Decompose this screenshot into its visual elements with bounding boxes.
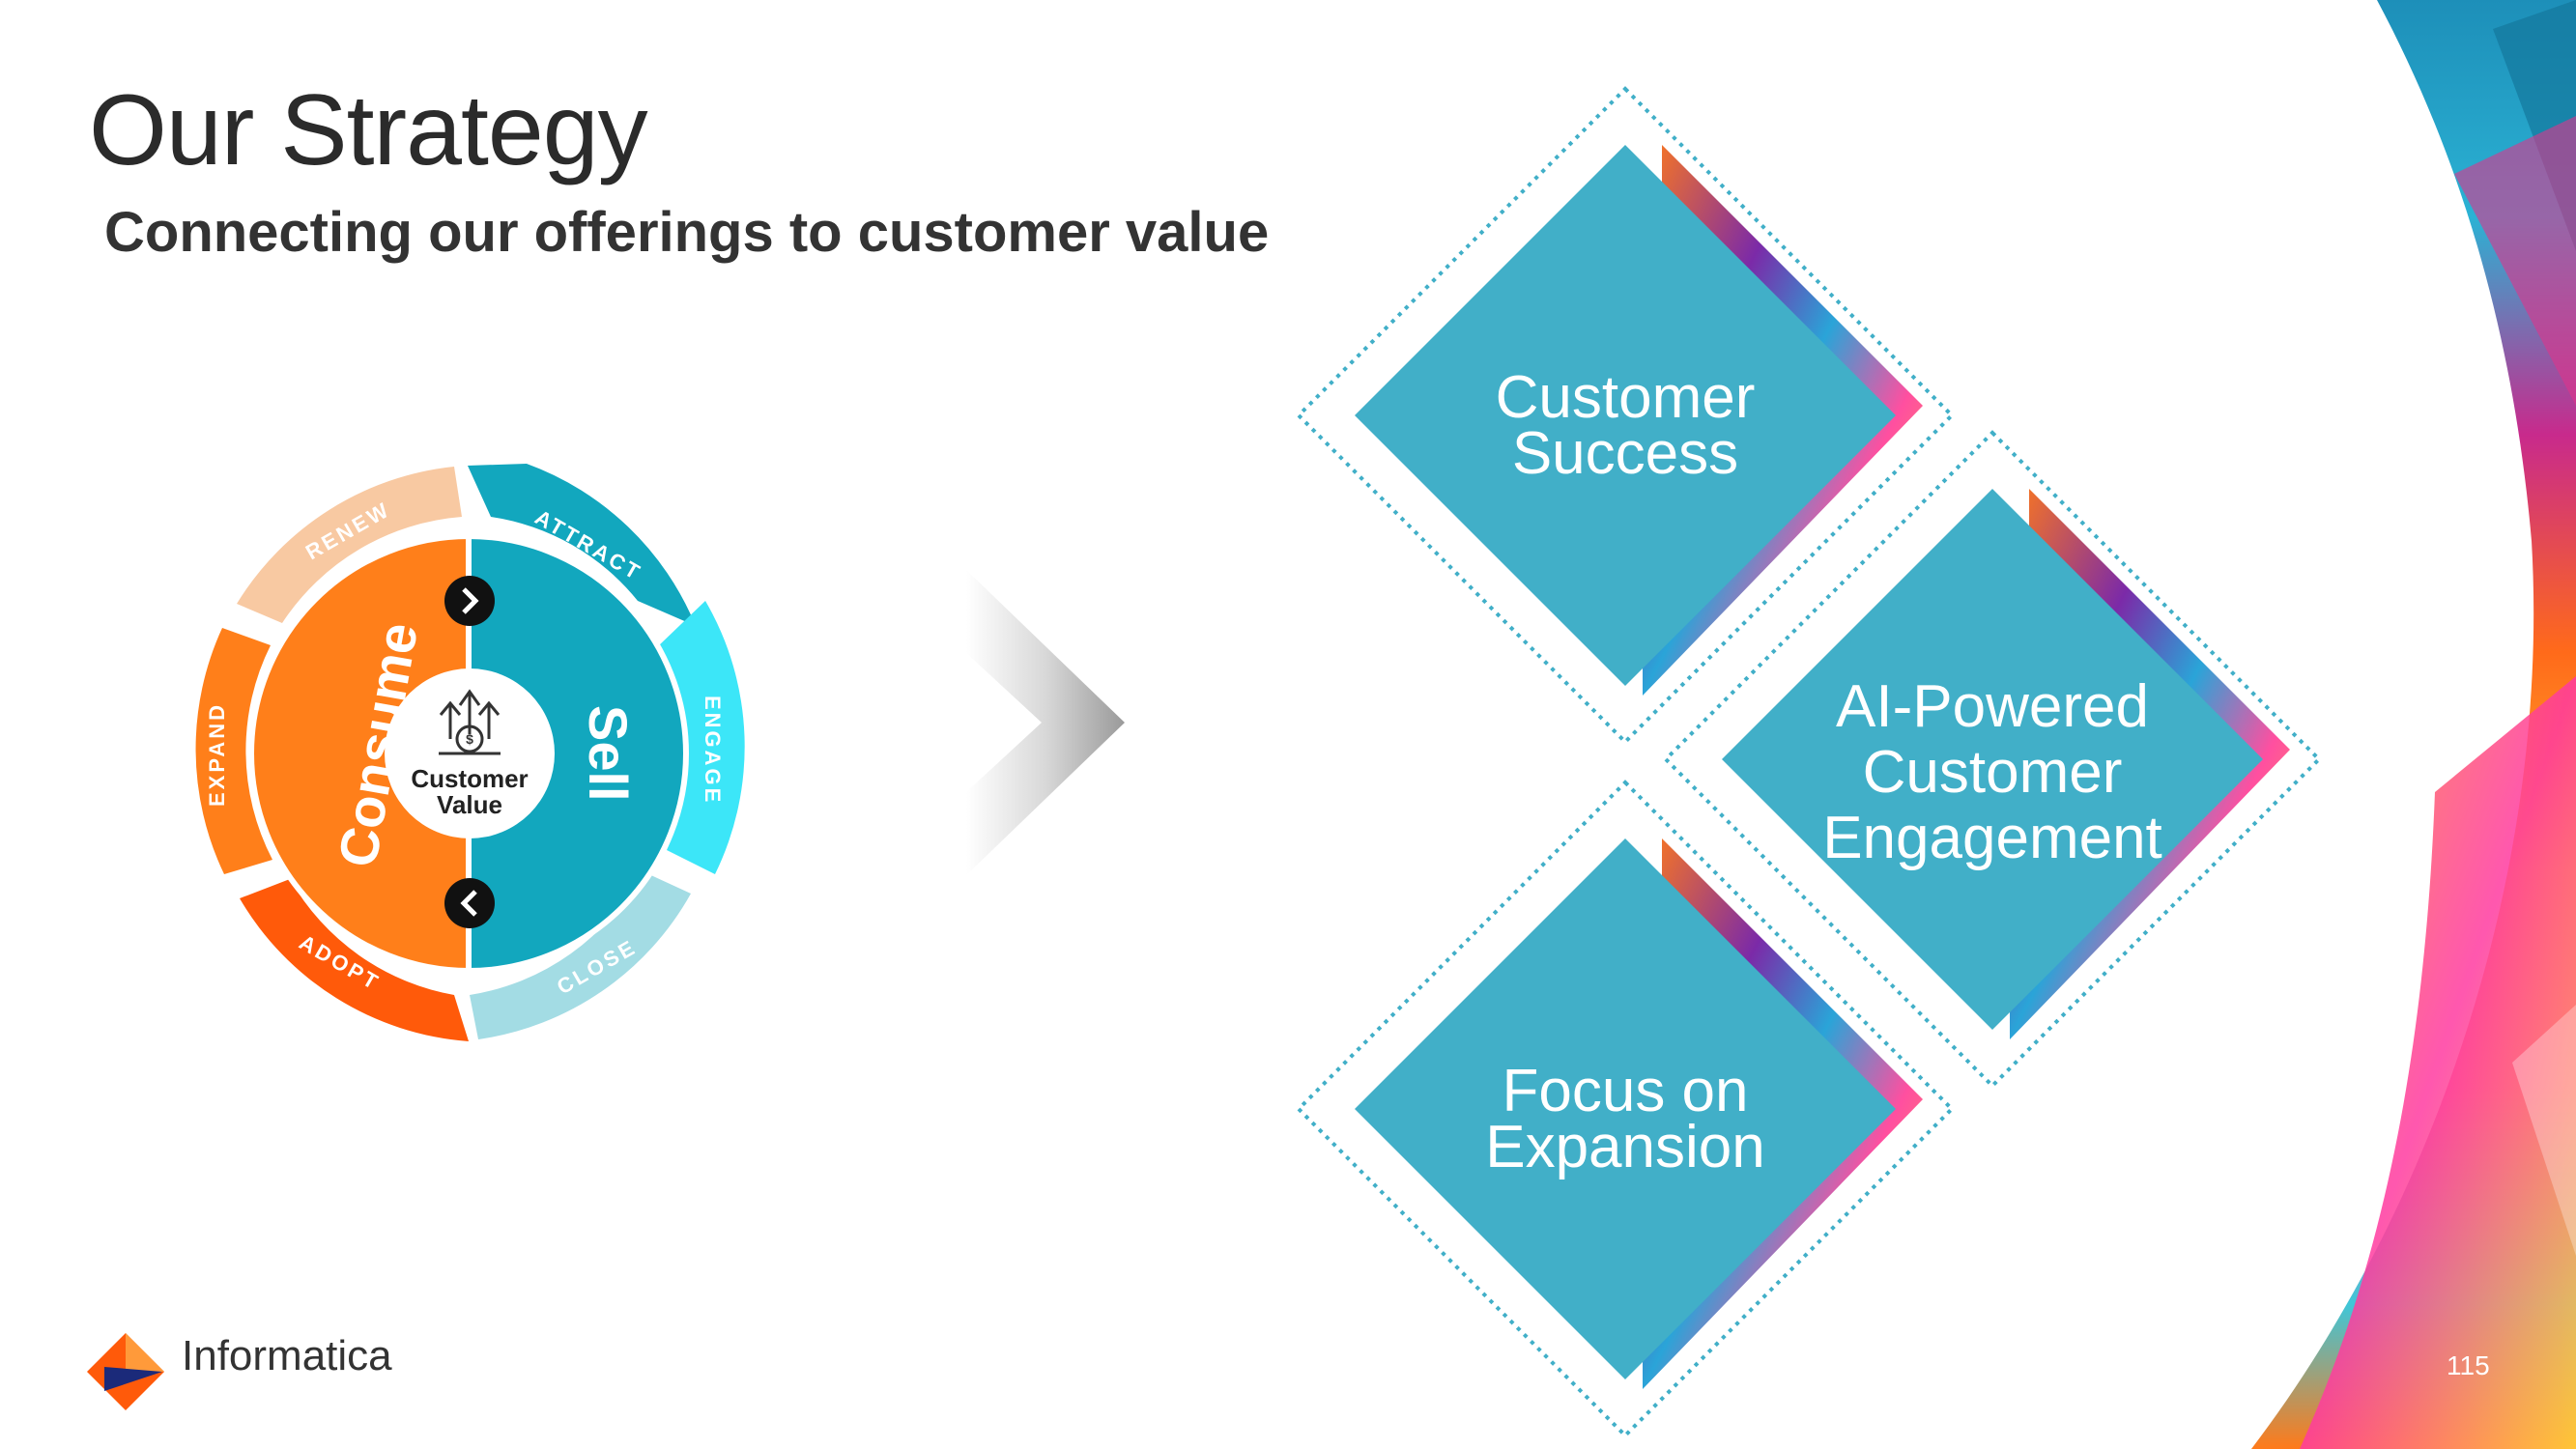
stage-label-engage: ENGAGE (701, 696, 725, 805)
stage-adopt-segment (240, 879, 469, 1041)
pillar-2-line-3: Engagement (1822, 805, 2162, 871)
pillar-customer-success: Customer Success (1296, 86, 1955, 745)
informatica-logo-icon (87, 1333, 164, 1410)
stage-label-expand: EXPAND (205, 702, 229, 807)
chevron-arrow-shape (966, 570, 1125, 875)
stage-renew-segment (237, 467, 462, 623)
pillar-focus-on-expansion: Focus on Expansion (1296, 780, 1955, 1438)
pillar-ai-powered-engagement: AI-Powered Customer Engagement (1663, 430, 2322, 1089)
page-number: 115 (2447, 1350, 2490, 1380)
pillar-2-line-2: Customer (1863, 739, 2123, 806)
svg-text:$: $ (466, 731, 473, 747)
sell-half (466, 532, 689, 975)
page-title: Our Strategy (89, 74, 648, 186)
forward-arrow-icon (444, 576, 495, 626)
stage-attract-segment (468, 464, 696, 626)
page-subtitle: Connecting our offerings to customer val… (104, 201, 1270, 264)
pillar-2-line-1: AI-Powered (1836, 673, 2149, 740)
stage-expand-segment (195, 628, 272, 874)
money-growth-icon (439, 689, 501, 755)
sell-label: Sell (578, 705, 639, 802)
center-label-value: Value (437, 790, 502, 819)
pillar-3-line-2: Expansion (1485, 1114, 1765, 1180)
consume-half (248, 532, 472, 975)
pillar-1-line-1: Customer (1496, 364, 1756, 431)
stage-engage-segment (657, 601, 745, 874)
stage-close-segment (470, 871, 691, 1039)
cycle-outer-ring (195, 464, 745, 1041)
pillar-3-line-1: Focus on (1502, 1058, 1748, 1124)
pillar-1-line-2: Success (1512, 420, 1738, 487)
center-label-customer: Customer (411, 764, 528, 793)
back-arrow-icon (444, 878, 495, 928)
brand-name: Informatica (182, 1332, 392, 1379)
